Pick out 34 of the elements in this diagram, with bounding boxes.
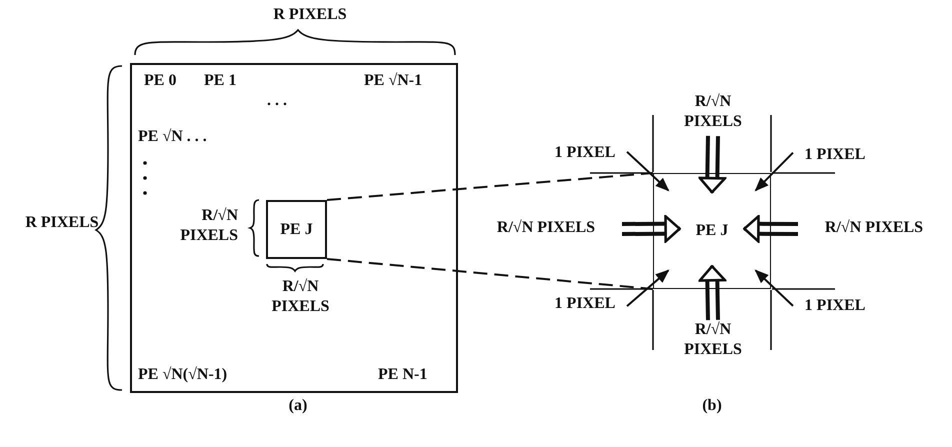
pixel-count-label: 1 PIXEL (793, 296, 877, 318)
pe-cell (653, 173, 771, 289)
ellipsis-text: . . . (267, 91, 287, 111)
pixel-count-label: R/√N PIXELS (798, 218, 950, 240)
dimension-label: R/√N PIXELS (270, 277, 330, 317)
pixel-count-label: R/√N PIXELS (667, 320, 759, 364)
dimension-label: R/√N PIXELS (179, 206, 238, 246)
hollow-arrow (698, 264, 726, 322)
pe-label: PE √N . . . (138, 127, 207, 147)
hollow-arrow (620, 215, 682, 243)
pe-label: PE J (280, 220, 313, 240)
dashed-projection-line (326, 172, 654, 201)
pe-label: PE √N(√N-1) (138, 365, 228, 385)
panel-caption: (b) (702, 396, 722, 416)
arrow (626, 270, 670, 307)
pixel-count-label: R/√N PIXELS (470, 218, 622, 240)
pixel-count-label: 1 PIXEL (543, 294, 627, 316)
hollow-arrow (742, 215, 800, 243)
pe-label: PE √N-1 (364, 71, 422, 91)
pixel-count-label: 1 PIXEL (793, 145, 877, 167)
dimension-label: R PIXELS (24, 213, 100, 233)
arrow (626, 151, 670, 192)
pixel-count-label: R/√N PIXELS (667, 92, 759, 136)
arrow (754, 152, 794, 192)
panel-caption: (a) (288, 396, 308, 416)
pixel-count-label: 1 PIXEL (543, 143, 627, 165)
pe-label: PE 0 (144, 71, 176, 91)
hollow-arrow (698, 134, 726, 195)
dimension-label: R PIXELS (272, 5, 348, 25)
dashed-projection-line (326, 258, 654, 290)
arrow (754, 269, 794, 307)
pe-label: PE J (696, 221, 728, 241)
pe-label: PE 1 (204, 71, 236, 91)
pe-label: PE N-1 (378, 365, 428, 385)
